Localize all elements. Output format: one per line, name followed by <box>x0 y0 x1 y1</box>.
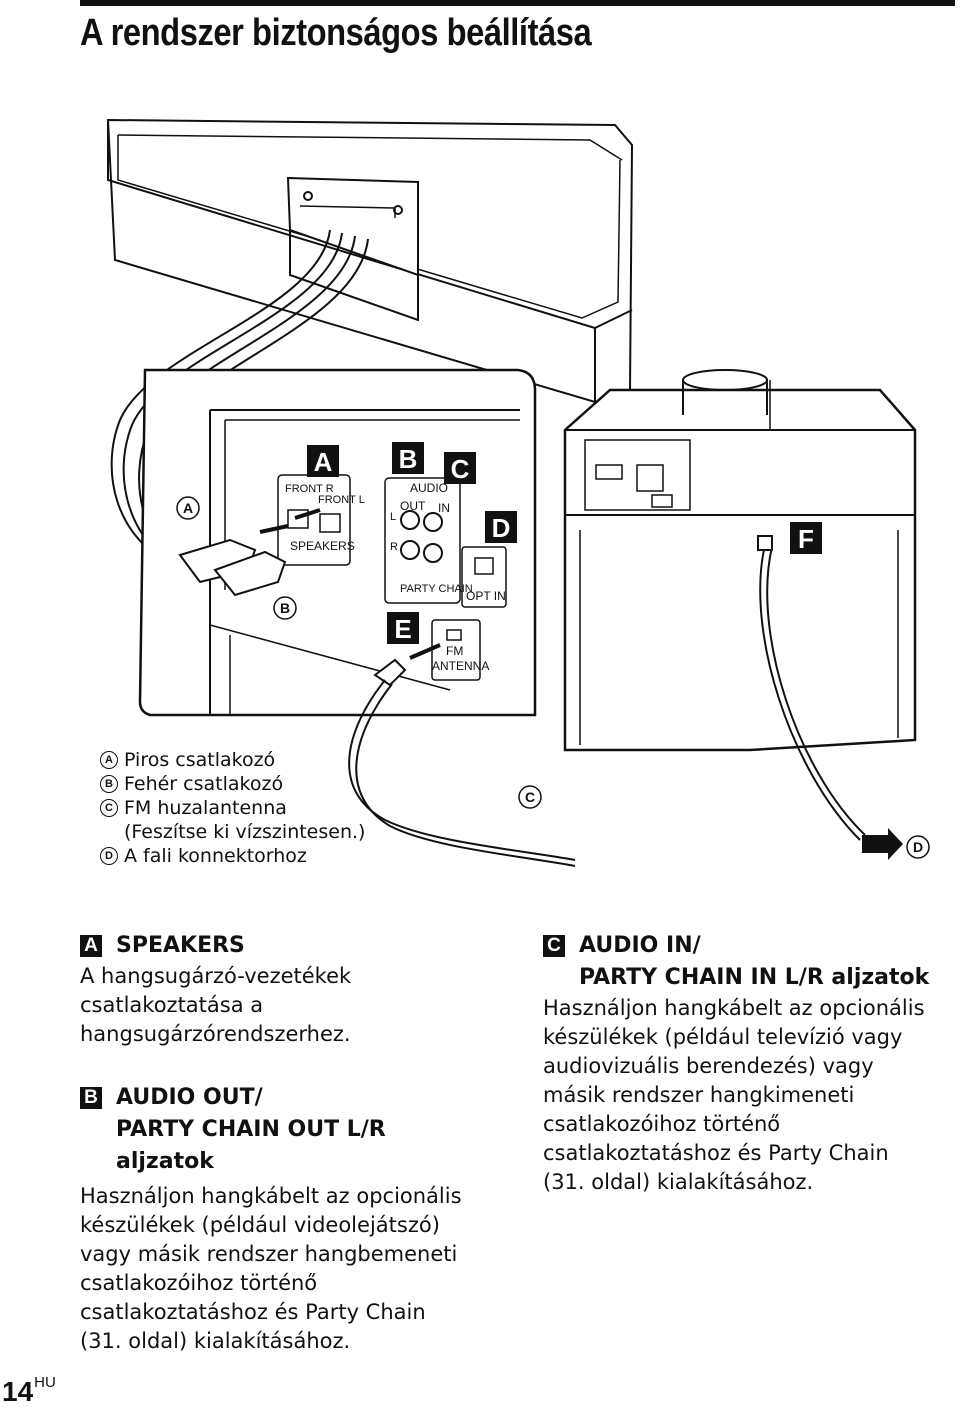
label-front-l: FRONT L <box>318 494 365 506</box>
marker-B: B <box>273 596 297 620</box>
soundbar-illustration <box>106 118 634 404</box>
svg-text:E: E <box>394 614 411 644</box>
callout-C: C <box>444 452 476 484</box>
section-text: csatlakozóihoz történő <box>543 1112 781 1136</box>
svg-text:A: A <box>314 447 333 477</box>
svg-text:B: B <box>399 444 418 474</box>
svg-text:D: D <box>492 513 511 543</box>
label-speakers: SPEAKERS <box>290 539 355 553</box>
section-c: C AUDIO IN/ PARTY CHAIN IN L/R aljzatok … <box>543 930 929 1197</box>
main-unit-illustration <box>563 369 917 752</box>
section-text: A hangsugárzó-vezetékek <box>80 964 352 988</box>
section-heading: aljzatok <box>116 1149 214 1174</box>
label-r: R <box>390 541 398 553</box>
label-in: IN <box>438 501 450 515</box>
label-party-chain: PARTY CHAIN <box>400 583 473 595</box>
label-fm: FM <box>446 644 463 658</box>
label-audio: AUDIO <box>410 481 448 495</box>
page-lang: HU <box>34 1374 56 1391</box>
marker-C: C <box>518 785 542 809</box>
badge-a: A <box>80 935 102 957</box>
svg-text:A: A <box>183 500 193 516</box>
section-text: vagy másik rendszer hangbemeneti <box>80 1242 458 1266</box>
label-antenna: ANTENNA <box>432 659 489 673</box>
callout-F: F <box>790 522 822 554</box>
svg-text:F: F <box>798 524 814 554</box>
svg-text:C: C <box>451 454 470 484</box>
badge-c: C <box>543 935 565 957</box>
label-front-r: FRONT R <box>285 483 334 495</box>
section-text: Használjon hangkábelt az opcionális <box>543 996 925 1020</box>
rear-panel-zoom <box>138 368 537 717</box>
section-text: csatlakozóihoz történő <box>80 1271 318 1295</box>
callout-A: A <box>307 445 339 477</box>
label-out: OUT <box>400 499 426 513</box>
section-text: (31. oldal) kialakításához. <box>543 1170 814 1194</box>
section-text: készülékek (például videolejátszó) <box>80 1213 440 1237</box>
section-text: Használjon hangkábelt az opcionális <box>80 1184 462 1208</box>
section-heading: SPEAKERS <box>116 933 245 958</box>
callout-E: E <box>387 612 419 644</box>
fm-antenna-wire <box>348 679 576 867</box>
section-text: hangsugárzórendszerhez. <box>80 1022 351 1046</box>
section-heading: AUDIO OUT/ <box>116 1085 263 1110</box>
marker-b-icon: B <box>100 775 118 793</box>
badge-b: B <box>80 1087 102 1109</box>
svg-text:D: D <box>913 839 923 855</box>
callout-D: D <box>485 511 517 543</box>
marker-c-icon: C <box>100 799 118 817</box>
section-text: (31. oldal) kialakításához. <box>80 1329 351 1353</box>
power-cord <box>757 535 866 841</box>
marker-A: A <box>176 496 200 520</box>
section-text: csatlakoztatáshoz és Party Chain <box>80 1300 426 1324</box>
page-number: 14HU <box>2 1374 56 1407</box>
marker-a-icon: A <box>100 751 118 769</box>
section-heading: PARTY CHAIN IN L/R aljzatok <box>579 965 930 990</box>
marker-D: D <box>906 835 930 859</box>
page-title: A rendszer biztonságos beállítása <box>80 12 592 54</box>
top-rule <box>80 0 955 6</box>
arrow-icon <box>862 828 903 860</box>
section-text: csatlakoztatáshoz és Party Chain <box>543 1141 889 1165</box>
label-l: L <box>390 511 396 523</box>
section-b: B AUDIO OUT/ PARTY CHAIN OUT L/R aljzato… <box>80 1082 462 1356</box>
label-opt-in: OPT IN <box>466 589 506 603</box>
section-text: csatlakoztatása a <box>80 993 264 1017</box>
callout-B: B <box>392 442 424 474</box>
legend-item: (Feszítse ki vízszintesen.) <box>124 821 366 843</box>
connection-diagram: A B C D E F A B C D FRONT R FRONT L SPEA… <box>106 118 930 867</box>
section-text: audiovizuális berendezés) vagy <box>543 1054 874 1078</box>
section-text: másik rendszer hangkimeneti <box>543 1083 855 1107</box>
section-heading: AUDIO IN/ <box>579 933 701 958</box>
svg-text:B: B <box>280 600 290 616</box>
section-text: készülékek (például televízió vagy <box>543 1025 903 1049</box>
section-heading: PARTY CHAIN OUT L/R <box>116 1117 386 1142</box>
svg-text:C: C <box>525 789 535 805</box>
marker-d-icon: D <box>100 847 118 865</box>
section-a: A SPEAKERS A hangsugárzó-vezetékek csatl… <box>80 930 351 1049</box>
